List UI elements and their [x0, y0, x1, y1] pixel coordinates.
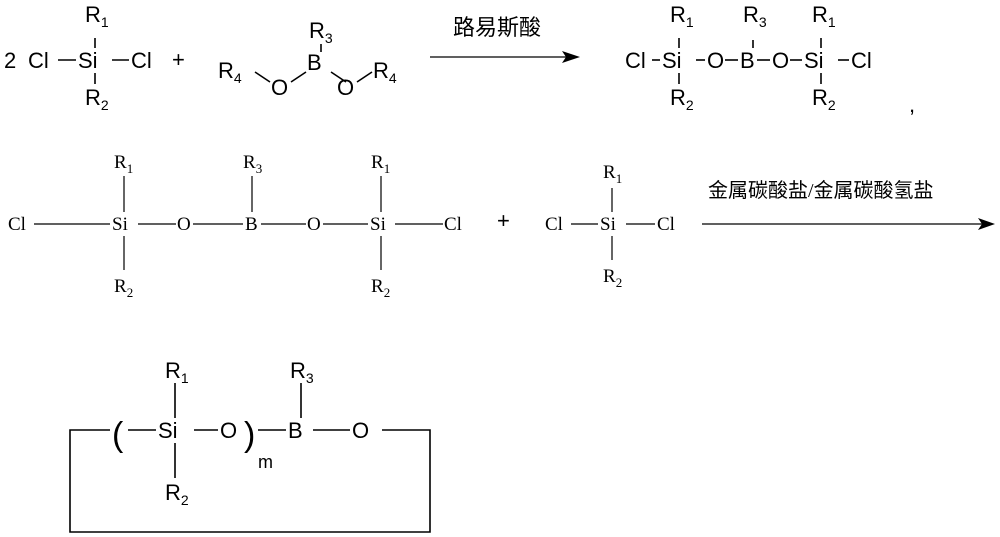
r2-left: R2: [114, 276, 133, 300]
bond: [330, 71, 347, 83]
r1-label: R1: [85, 2, 109, 30]
silicon: Si: [78, 48, 98, 73]
cyclic-product: ( Si R1 R2 O ) m B R3 O: [69, 358, 431, 533]
stoichiometric-coefficient: 2: [4, 48, 16, 73]
bond: [254, 71, 271, 83]
arrow-label-carbonate: 金属碳酸盐/金属碳酸氢盐: [708, 179, 934, 202]
silicon: Si: [600, 214, 616, 235]
r2-left: R2: [670, 85, 694, 113]
plus-sign: +: [497, 208, 510, 233]
r3-label: R3: [743, 2, 767, 30]
silicon-right: Si: [804, 48, 824, 73]
r2-label: R2: [603, 266, 622, 290]
reaction-2: Cl Si R1 R2 O B R3 O Si R1 R2 Cl +: [8, 152, 995, 300]
oxygen-left: O: [177, 214, 191, 235]
r4-right: R4: [373, 58, 397, 86]
ring-bond: [69, 429, 431, 533]
chlorine-right: Cl: [851, 48, 872, 73]
chlorine-right: Cl: [657, 214, 675, 235]
reaction-arrow-2: 金属碳酸盐/金属碳酸氢盐: [702, 179, 995, 230]
intermediate-product: Cl Si R1 R2 O B R3 O Si R1 R2 Cl ,: [625, 2, 915, 117]
silicon-left: Si: [112, 214, 128, 235]
r2-label: R2: [165, 480, 189, 508]
r4-left: R4: [218, 58, 242, 86]
r1-right: R1: [371, 152, 390, 176]
chlorine-right: Cl: [131, 48, 152, 73]
chlorine-left: Cl: [28, 48, 49, 73]
paren-open: (: [112, 416, 124, 454]
chlorine-right: Cl: [444, 214, 462, 235]
r2-label: R2: [85, 85, 109, 113]
r2-right: R2: [371, 276, 390, 300]
arrow-head: [562, 51, 580, 63]
arrow-head: [978, 218, 995, 230]
reaction-1: 2 Cl Si Cl R1 R2 + R4 O B R3 O R4: [4, 2, 915, 117]
r1-left: R1: [114, 152, 133, 176]
r3-label: R3: [243, 152, 262, 176]
paren-close: ): [244, 416, 255, 454]
silicon: Si: [158, 418, 178, 443]
r1-label: R1: [603, 162, 622, 186]
separator-comma: ,: [909, 92, 915, 117]
boron: B: [288, 418, 303, 443]
boron: B: [307, 50, 322, 75]
r1-left: R1: [670, 2, 694, 30]
borate-ester: R4 O B R3 O R4: [218, 18, 397, 100]
oxygen-right: O: [772, 48, 789, 73]
bond: [290, 71, 307, 83]
oxygen-left: O: [271, 75, 288, 100]
r1-label: R1: [165, 358, 189, 386]
plus-sign: +: [172, 47, 185, 72]
silicon-right: Si: [370, 214, 386, 235]
oxygen-right: O: [307, 214, 321, 235]
oxygen-right: O: [337, 75, 354, 100]
intermediate-reactant: Cl Si R1 R2 O B R3 O Si R1 R2 Cl: [8, 152, 462, 300]
boron: B: [245, 214, 258, 235]
r3-label: R3: [309, 18, 333, 46]
bond: [356, 71, 373, 83]
r3-label: R3: [290, 358, 314, 386]
chlorine-left: Cl: [545, 214, 563, 235]
r1-right: R1: [812, 2, 836, 30]
silicon-left: Si: [662, 48, 682, 73]
r2-right: R2: [812, 85, 836, 113]
boron: B: [740, 48, 755, 73]
oxygen: O: [220, 418, 237, 443]
dichlorosilane-reagent: 2 Cl Si Cl R1 R2: [4, 2, 152, 113]
chlorine-left: Cl: [625, 48, 646, 73]
repeat-subscript-m: m: [258, 452, 273, 472]
dichlorosilane-reagent: Cl Si R1 R2 Cl: [545, 162, 675, 290]
chlorine-left: Cl: [8, 214, 26, 235]
oxygen-left: O: [707, 48, 724, 73]
arrow-label-lewis-acid: 路易斯酸: [453, 15, 541, 40]
reaction-arrow-1: 路易斯酸: [430, 15, 580, 63]
oxygen-ring: O: [352, 418, 369, 443]
